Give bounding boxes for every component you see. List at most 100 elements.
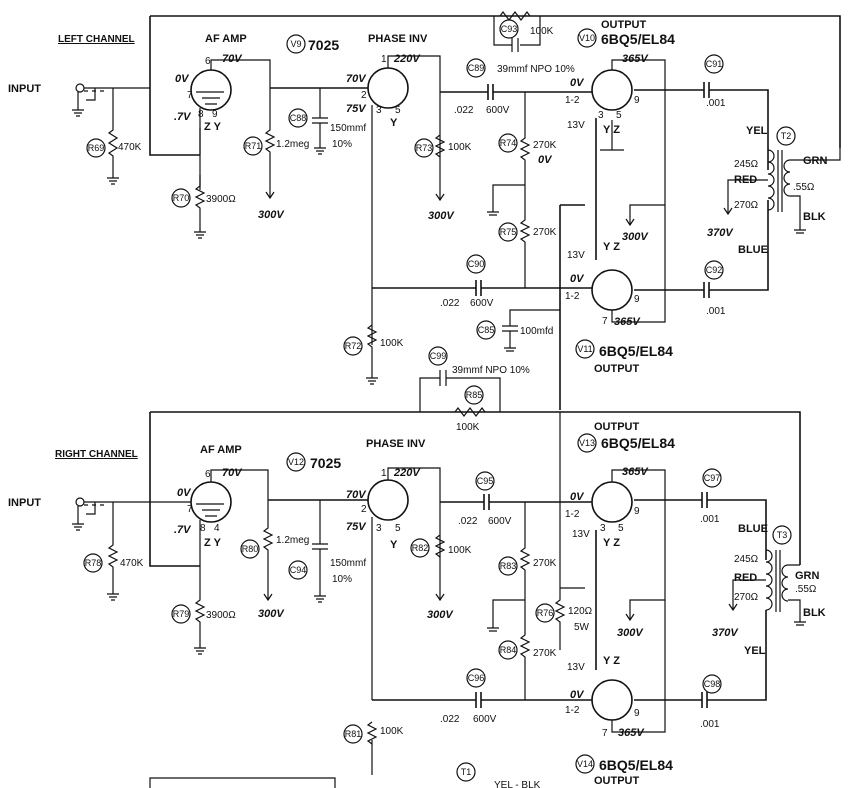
svg-text:C99: C99 — [430, 351, 447, 361]
svg-text:.001: .001 — [700, 514, 720, 525]
left-v10-type: 6BQ5/EL84 — [601, 31, 675, 47]
left-r75-ref: R75 — [498, 222, 518, 242]
left-c85 — [502, 309, 560, 352]
svg-text:R75: R75 — [500, 227, 517, 237]
svg-text:R84: R84 — [500, 645, 517, 655]
left-c89 — [440, 84, 596, 100]
left-input-jack[interactable] — [75, 83, 85, 93]
left-phase-inv-tube — [367, 67, 409, 109]
right-v13-output-tube — [591, 481, 633, 523]
left-c92 — [634, 200, 769, 298]
svg-text:.001: .001 — [706, 98, 726, 109]
svg-text:0V: 0V — [570, 491, 585, 503]
svg-text:7: 7 — [602, 728, 608, 739]
left-r71 — [264, 88, 276, 198]
svg-text:RED: RED — [734, 572, 757, 584]
svg-text:120Ω: 120Ω — [568, 606, 593, 617]
svg-text:270K: 270K — [533, 648, 557, 659]
right-c98 — [634, 610, 767, 708]
svg-text:1-2: 1-2 — [565, 291, 580, 302]
left-v11-type: 6BQ5/EL84 — [599, 343, 673, 359]
svg-text:5: 5 — [616, 110, 622, 121]
left-c89-value: 39mmf NPO 10% — [497, 64, 575, 75]
right-r80-ref: R80 — [240, 539, 260, 559]
svg-text:1.2meg: 1.2meg — [276, 535, 309, 546]
svg-text:13V: 13V — [567, 250, 585, 261]
svg-text:220V: 220V — [393, 53, 421, 65]
svg-text:1: 1 — [381, 54, 387, 65]
svg-text:9: 9 — [634, 294, 640, 305]
svg-text:9: 9 — [634, 95, 640, 106]
svg-text:.001: .001 — [706, 306, 726, 317]
svg-text:R69: R69 — [88, 143, 105, 153]
svg-text:R80: R80 — [242, 544, 259, 554]
svg-text:100K: 100K — [380, 338, 404, 349]
svg-text:100K: 100K — [380, 726, 404, 737]
svg-text:13V: 13V — [567, 120, 585, 131]
svg-text:.022: .022 — [454, 105, 474, 116]
svg-text:100mfd: 100mfd — [520, 326, 553, 337]
left-r74-ref: R74 — [498, 133, 518, 153]
svg-text:0V: 0V — [570, 689, 585, 701]
right-input-jack[interactable] — [75, 497, 85, 507]
svg-text:3: 3 — [598, 110, 604, 121]
svg-text:C95: C95 — [477, 476, 494, 486]
svg-text:R71: R71 — [245, 141, 262, 151]
svg-text:0V: 0V — [570, 77, 585, 89]
svg-text:V14: V14 — [577, 759, 593, 769]
right-c96 — [372, 692, 596, 708]
svg-text:.022: .022 — [440, 714, 460, 725]
svg-text:100K: 100K — [448, 142, 472, 153]
right-r81-ref: R81 — [343, 724, 363, 744]
svg-text:70V: 70V — [222, 467, 243, 479]
left-tube-type: 7025 — [308, 37, 339, 53]
svg-text:300V: 300V — [258, 608, 285, 620]
svg-text:2: 2 — [361, 90, 367, 101]
svg-text:3900Ω: 3900Ω — [206, 610, 236, 621]
right-r85-ref: R85 — [464, 385, 484, 405]
svg-text:YEL: YEL — [744, 645, 766, 657]
right-r82 — [434, 534, 446, 558]
svg-text:T1: T1 — [461, 767, 472, 777]
svg-text:V11: V11 — [577, 344, 592, 354]
svg-text:365V: 365V — [622, 466, 649, 478]
svg-text:75V: 75V — [346, 521, 367, 533]
svg-text:OUTPUT: OUTPUT — [594, 421, 640, 433]
svg-text:220V: 220V — [393, 467, 421, 479]
svg-text:13V: 13V — [572, 529, 590, 540]
svg-text:10%: 10% — [332, 574, 352, 585]
svg-text:365V: 365V — [622, 53, 649, 65]
left-af-amp-label: AF AMP — [205, 33, 247, 45]
svg-text:370V: 370V — [712, 627, 739, 639]
svg-text:0V: 0V — [538, 154, 553, 166]
right-v14-type: 6BQ5/EL84 — [599, 757, 673, 773]
left-v10-output-tube — [591, 69, 633, 111]
svg-text:7: 7 — [187, 90, 193, 101]
svg-text:300V: 300V — [427, 609, 454, 621]
left-r69 — [107, 88, 119, 178]
svg-text:1-2: 1-2 — [565, 705, 580, 716]
svg-text:C88: C88 — [290, 113, 307, 123]
left-r70 — [194, 175, 206, 232]
left-phase-inv-label: PHASE INV — [368, 33, 428, 45]
right-t3-ref: T3 — [772, 525, 792, 545]
svg-text:V13: V13 — [579, 438, 595, 448]
svg-text:370V: 370V — [707, 227, 734, 239]
svg-text:9: 9 — [634, 506, 640, 517]
left-c90 — [372, 280, 596, 296]
svg-text:70V: 70V — [346, 489, 367, 501]
svg-text:R82: R82 — [412, 543, 429, 553]
right-c94 — [312, 500, 328, 603]
right-af-amp-label: AF AMP — [200, 444, 242, 456]
svg-text:R76: R76 — [537, 608, 554, 618]
svg-text:100K: 100K — [448, 545, 472, 556]
right-r79 — [194, 566, 206, 655]
right-c99-ref: C99 — [428, 346, 448, 366]
svg-text:245Ω: 245Ω — [734, 554, 759, 565]
svg-text:3: 3 — [600, 523, 606, 534]
svg-text:R70: R70 — [173, 193, 190, 203]
svg-text:YEL - BLK: YEL - BLK — [494, 780, 541, 788]
svg-text:R72: R72 — [345, 341, 362, 351]
left-c85-ref: C85 — [476, 320, 496, 340]
left-r69-value: 470K — [118, 142, 142, 153]
